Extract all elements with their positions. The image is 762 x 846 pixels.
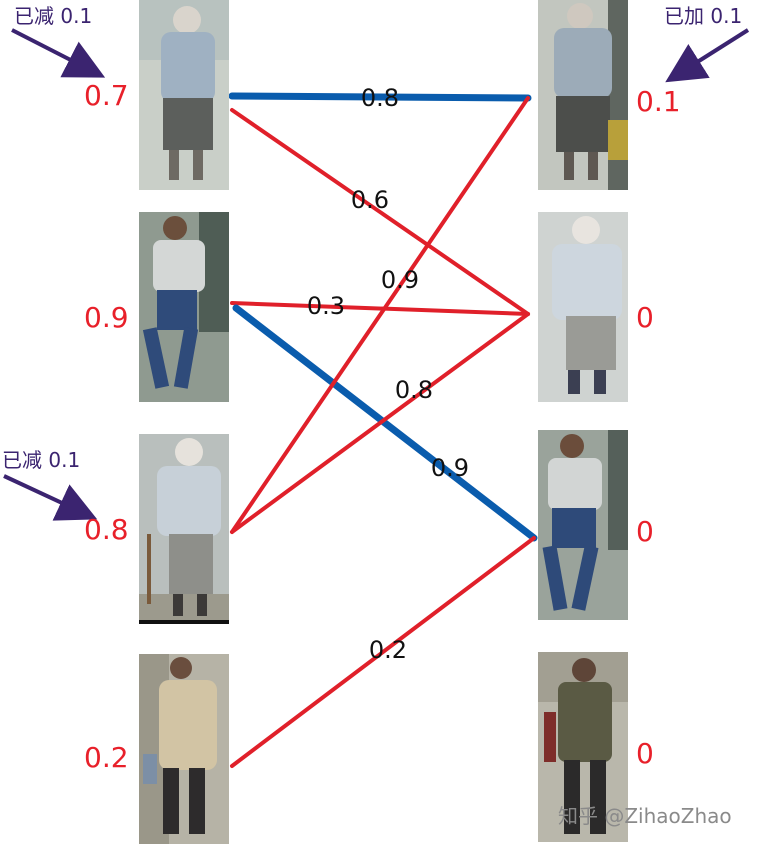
edge-weight-l3-r2: 0.8 [395,376,433,404]
right-score-4: 0 [636,737,654,770]
edge-weight-l3-r1: 0.9 [381,266,419,294]
annotation-arrow-right-top [665,28,750,83]
right-person-photo-4 [538,652,628,842]
edge-weight-layer: 0.8 0.6 0.3 0.9 0.9 0.8 0.2 [307,84,469,664]
annotation-left-top: 已减 0.1 [14,4,93,28]
edge-weight-l1-r1: 0.8 [361,84,399,112]
right-score-2: 0 [636,301,654,334]
left-score-1: 0.7 [84,79,129,112]
right-score-3: 0 [636,515,654,548]
edge-l1-r2 [230,108,530,316]
left-person-photo-3 [139,434,229,624]
annotation-left-mid: 已减 0.1 [2,448,81,472]
annotation-arrow-left-top [11,28,106,78]
left-score-3: 0.8 [84,513,129,546]
edge-weight-l4-r3: 0.2 [369,636,407,664]
edge-weight-l2-r3: 0.9 [431,454,469,482]
annotation-arrow-left-mid [3,474,98,521]
annotation-right-top: 已加 0.1 [664,4,743,28]
right-person-photo-1 [538,0,628,190]
watermark: 知乎 @ZihaoZhao [558,804,732,828]
edge-l3-r1 [230,96,530,534]
left-score-2: 0.9 [84,301,129,334]
edge-l2-r3 [232,304,538,542]
edge-layer [228,92,538,768]
left-person-photo-1 [139,0,229,190]
left-person-photo-2 [139,212,229,402]
edge-l3-r2 [230,312,530,534]
right-person-photo-3 [538,430,628,620]
right-person-photo-2 [538,212,628,402]
right-score-1: 0.1 [636,85,681,118]
edge-l1-r1 [228,92,532,102]
edge-weight-l1-r2: 0.6 [351,186,389,214]
left-score-4: 0.2 [84,741,129,774]
edge-l2-r2 [230,301,530,316]
left-person-photo-4 [139,654,229,844]
edge-weight-l2-r2: 0.3 [307,292,345,320]
edge-l4-r3 [230,536,536,768]
